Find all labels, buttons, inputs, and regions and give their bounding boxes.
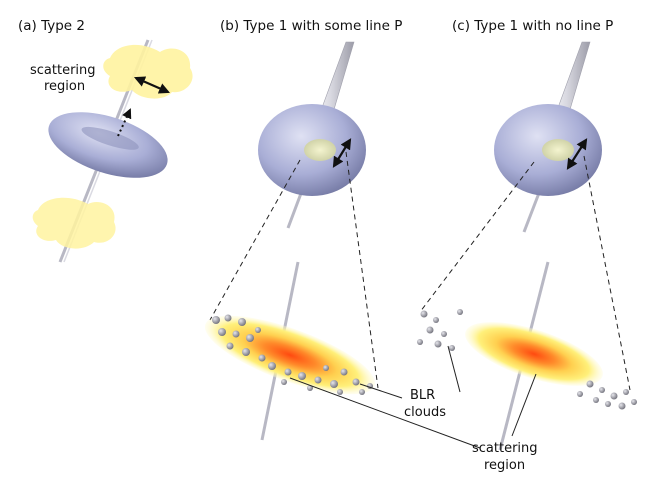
panel-a: scattering region bbox=[30, 39, 193, 263]
panel-a-title: (a) Type 2 bbox=[18, 18, 85, 34]
scattering-label-top-1: scattering bbox=[30, 63, 96, 78]
scattering-label-top-2: region bbox=[44, 79, 85, 94]
torus-hole-b bbox=[304, 139, 336, 161]
panel-c bbox=[417, 41, 637, 451]
scattering-label-bottom-2: region bbox=[484, 458, 525, 473]
scattering-region-top bbox=[103, 44, 193, 99]
blr-clouds-c bbox=[417, 309, 637, 410]
polarization-arrow-b bbox=[332, 138, 352, 168]
accretion-disk-c bbox=[465, 322, 603, 386]
polarization-arrow-a bbox=[133, 76, 171, 94]
torus-hole-c bbox=[542, 139, 574, 161]
polarization-arrow-c bbox=[566, 138, 588, 170]
blr-label-2: clouds bbox=[404, 405, 446, 420]
accretion-disk-b bbox=[204, 315, 376, 395]
panel-c-title: (c) Type 1 with no line P bbox=[452, 18, 613, 34]
blr-label-1: BLR bbox=[410, 388, 435, 403]
scattering-region-bottom bbox=[32, 197, 116, 249]
scattering-label-bottom-1: scattering bbox=[472, 441, 538, 456]
panel-b-title: (b) Type 1 with some line P bbox=[220, 18, 402, 34]
annotations: BLR clouds scattering region bbox=[289, 345, 538, 473]
blr-clouds-b bbox=[212, 314, 373, 395]
panel-b bbox=[204, 41, 379, 441]
